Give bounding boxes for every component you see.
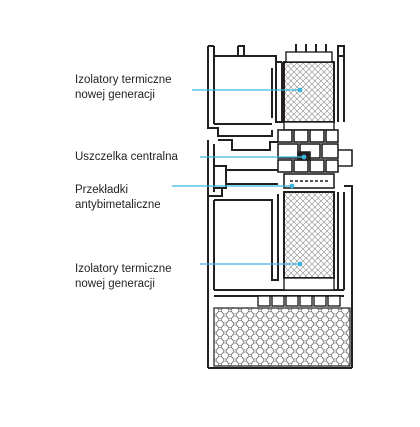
central-seal-zone	[277, 129, 353, 189]
sill-profile	[257, 295, 341, 307]
callout-anti-bimetallic-spacers: Przekładki antybimetaliczne	[75, 183, 161, 213]
callout-central-seal: Uszczelka centralna	[75, 150, 178, 165]
frame-left-mid	[207, 139, 278, 197]
callout-line: Uszczelka centralna	[75, 151, 178, 163]
callout-thermal-insulators-upper: Izolatory termiczne nowej generacji	[75, 73, 172, 103]
upper-sash	[207, 45, 345, 137]
upper-insulator-block	[283, 44, 335, 131]
callout-line: Izolatory termiczne	[75, 263, 172, 275]
foam-insulation	[213, 307, 351, 367]
callout-thermal-insulators-lower: Izolatory termiczne nowej generacji	[75, 262, 172, 292]
callout-line: nowej generacji	[75, 89, 155, 101]
callout-line: antybimetaliczne	[75, 199, 161, 211]
leader-lines	[172, 89, 304, 265]
callout-line: nowej generacji	[75, 278, 155, 290]
lower-insulator-block	[283, 191, 335, 291]
callout-line: Izolatory termiczne	[75, 74, 172, 86]
callout-line: Przekładki	[75, 184, 129, 196]
